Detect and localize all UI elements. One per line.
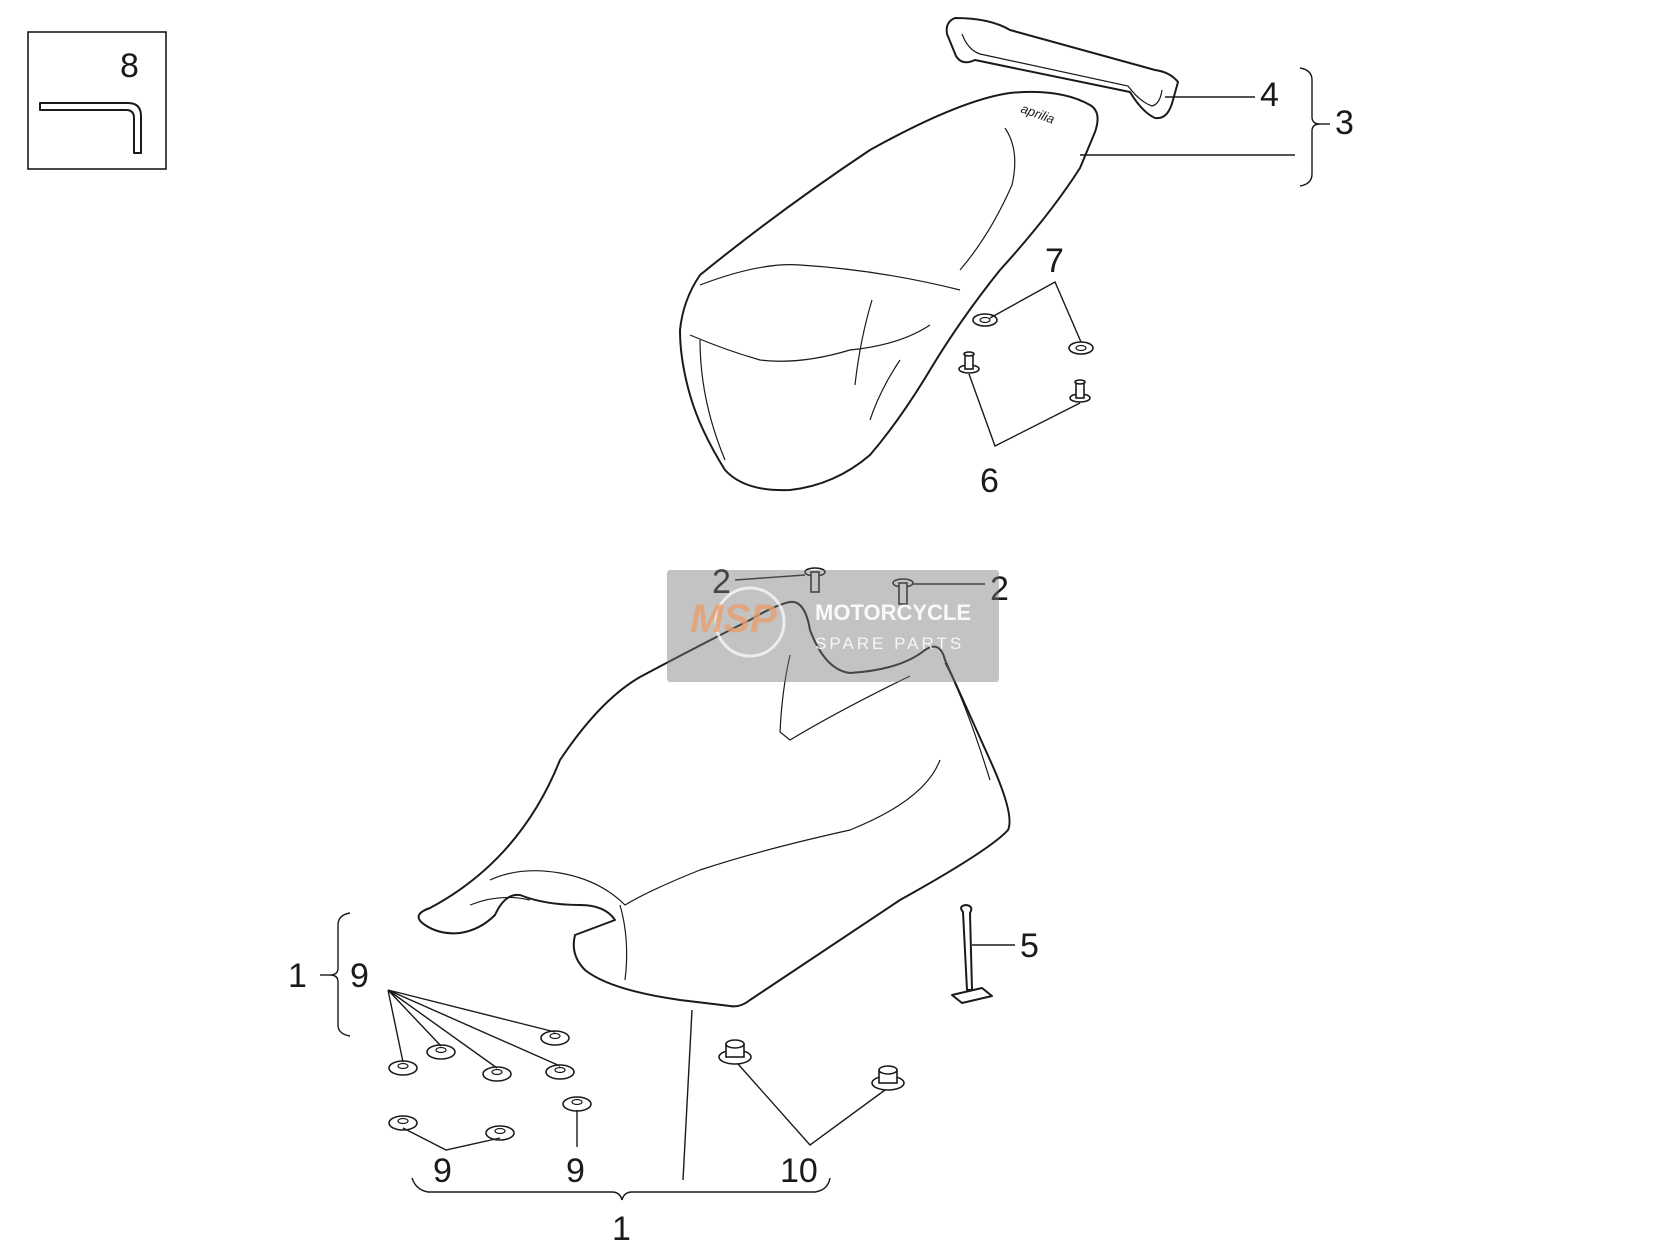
leader-9-top (387, 989, 561, 1069)
passenger-seat-cover[interactable]: aprilia (679, 90, 1099, 492)
callout-1-left: 1 (288, 957, 307, 995)
callout-9-bottom-left: 9 (433, 1152, 452, 1190)
callout-8: 8 (120, 47, 139, 85)
grommet-9-6[interactable] (388, 1115, 418, 1131)
callout-10: 10 (780, 1152, 818, 1190)
clip-10b[interactable] (871, 1065, 905, 1091)
grab-handle[interactable] (945, 17, 1179, 120)
hex-key-icon (39, 102, 142, 154)
leader-7 (989, 281, 1082, 343)
screw-2a[interactable] (804, 567, 826, 593)
callout-9-bottom-center: 9 (566, 1152, 585, 1190)
watermark: MSP MOTORCYCLE SPARE PARTS (667, 570, 999, 682)
grommet-9-2[interactable] (426, 1044, 456, 1060)
screw-6b[interactable] (1069, 379, 1091, 403)
callout-1-bottom: 1 (612, 1210, 631, 1248)
rider-seat[interactable] (417, 600, 1011, 1008)
screw-6a[interactable] (958, 351, 980, 374)
leader-6 (968, 373, 1081, 447)
callout-7: 7 (1045, 242, 1064, 280)
watermark-logo: MSP (690, 597, 777, 641)
callout-5: 5 (1020, 927, 1039, 965)
clip-10a[interactable] (718, 1039, 752, 1065)
grommet-9-3[interactable] (482, 1066, 512, 1082)
inset-frame (27, 31, 167, 170)
grommet-9-4[interactable] (545, 1064, 575, 1080)
leader-9-bl (402, 1127, 501, 1151)
callout-6: 6 (980, 462, 999, 500)
grommet-9-5[interactable] (540, 1030, 570, 1046)
leader-2a (734, 574, 806, 581)
grommet-9-1[interactable] (388, 1060, 418, 1076)
callout-9-top: 9 (350, 957, 369, 995)
grommet-9-8[interactable] (562, 1096, 592, 1112)
leader-1-seat (682, 1009, 693, 1181)
leader-10 (737, 1063, 886, 1146)
seat-release-tag[interactable] (951, 904, 993, 1004)
callout-2-left: 2 (712, 563, 731, 601)
callout-4: 4 (1260, 76, 1279, 114)
hex-key-inset: 8 (27, 31, 167, 170)
screw-2b[interactable] (892, 578, 914, 605)
bracket-1-bottom (411, 1177, 831, 1201)
grommet-9-7[interactable] (485, 1125, 515, 1141)
watermark-subtitle: SPARE PARTS (815, 634, 964, 653)
callout-3: 3 (1335, 104, 1354, 142)
bracket-1-left (329, 912, 351, 1037)
bracket-3 (1299, 67, 1321, 187)
washer-7b[interactable] (1068, 341, 1094, 355)
callout-2-right: 2 (990, 570, 1009, 608)
watermark-title: MOTORCYCLE (815, 600, 971, 625)
